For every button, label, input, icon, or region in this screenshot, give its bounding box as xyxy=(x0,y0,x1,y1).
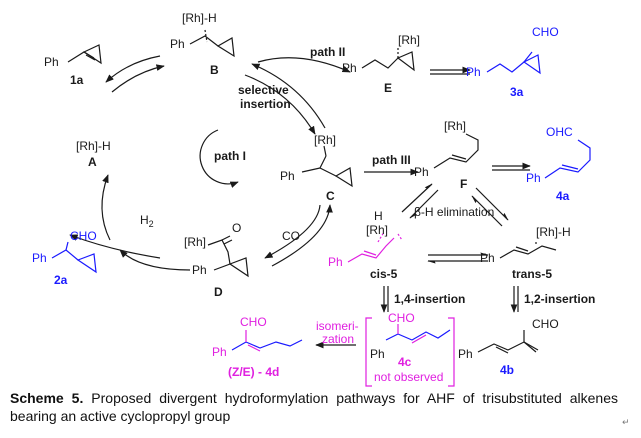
rh-E: [Rh] xyxy=(398,33,420,47)
scheme-caption: Scheme 5. Proposed divergent hydroformyl… xyxy=(10,389,618,425)
ph-C: Ph xyxy=(280,169,295,183)
o-D: O xyxy=(232,221,241,235)
label-E: E xyxy=(384,81,392,95)
rh-h-trans5: [Rh]-H xyxy=(536,225,571,239)
step-selective-2: insertion xyxy=(240,97,291,111)
rh-cis5: [Rh] xyxy=(366,223,388,237)
ph-3a: Ph xyxy=(466,65,481,79)
cho-4d: CHO xyxy=(240,315,267,329)
rh-C: [Rh] xyxy=(314,133,336,147)
step-selective-1: selective xyxy=(238,83,289,97)
step-isom-2: zation xyxy=(322,332,354,346)
bracket-4c xyxy=(365,317,455,387)
ph-1a: Ph xyxy=(44,55,59,69)
structure-labels: Ph 1a [Rh]-H A [Rh]-H Ph B selective ins… xyxy=(32,11,595,384)
ph-cis5: Ph xyxy=(328,255,343,269)
step-path-3: path III xyxy=(372,153,411,167)
label-F: F xyxy=(460,177,467,191)
cho-3a: CHO xyxy=(532,25,559,39)
ph-E: Ph xyxy=(342,61,357,75)
label-4b: 4b xyxy=(500,363,514,377)
label-3a: 3a xyxy=(510,85,524,99)
caption-text: Proposed divergent hydroformylation path… xyxy=(10,390,618,424)
reagent-co: CO xyxy=(282,229,300,243)
label-trans5: trans-5 xyxy=(512,267,552,281)
step-14-insertion: 1,4-insertion xyxy=(394,292,465,306)
ph-4c: Ph xyxy=(370,347,385,361)
rh-h-A: [Rh]-H xyxy=(76,139,111,153)
label-cis5: cis-5 xyxy=(370,267,398,281)
label-C: C xyxy=(326,189,335,203)
note-not-observed: not observed xyxy=(374,370,443,384)
step-isom-1: isomeri- xyxy=(316,319,359,333)
rh-F: [Rh] xyxy=(444,119,466,133)
rh-h-B: [Rh]-H xyxy=(182,11,217,25)
structure-lines xyxy=(51,29,591,354)
cho-4b: CHO xyxy=(532,317,559,331)
reagent-h2: H2 xyxy=(140,213,154,229)
step-beta-elimination: β-H elimination xyxy=(414,205,494,219)
ph-D: Ph xyxy=(192,263,207,277)
reaction-arrows xyxy=(69,55,531,349)
label-4d: (Z/E) - 4d xyxy=(228,365,279,379)
cho-2a: CHO xyxy=(70,229,97,243)
step-path-1: path I xyxy=(214,149,246,163)
h-cis5: H xyxy=(374,209,383,223)
ph-B: Ph xyxy=(170,37,185,51)
ph-F: Ph xyxy=(414,165,429,179)
label-B: B xyxy=(210,63,219,77)
ph-4b: Ph xyxy=(458,347,473,361)
step-path-2: path II xyxy=(310,45,345,59)
rh-D: [Rh] xyxy=(184,235,206,249)
label-4a: 4a xyxy=(556,189,570,203)
cho-4c: CHO xyxy=(388,311,415,325)
label-A: A xyxy=(88,155,97,169)
label-4c: 4c xyxy=(398,355,412,369)
step-12-insertion: 1,2-insertion xyxy=(524,292,595,306)
ph-4d: Ph xyxy=(212,345,227,359)
caption-label: Scheme 5. xyxy=(10,390,84,406)
ph-4a: Ph xyxy=(526,171,541,185)
ph-2a: Ph xyxy=(32,251,47,265)
label-2a: 2a xyxy=(54,273,68,287)
label-D: D xyxy=(214,285,223,299)
label-1a: 1a xyxy=(70,73,84,87)
ph-trans5: Ph xyxy=(480,251,495,265)
return-mark: ↵ xyxy=(622,418,630,428)
ohc-4a: OHC xyxy=(546,125,573,139)
